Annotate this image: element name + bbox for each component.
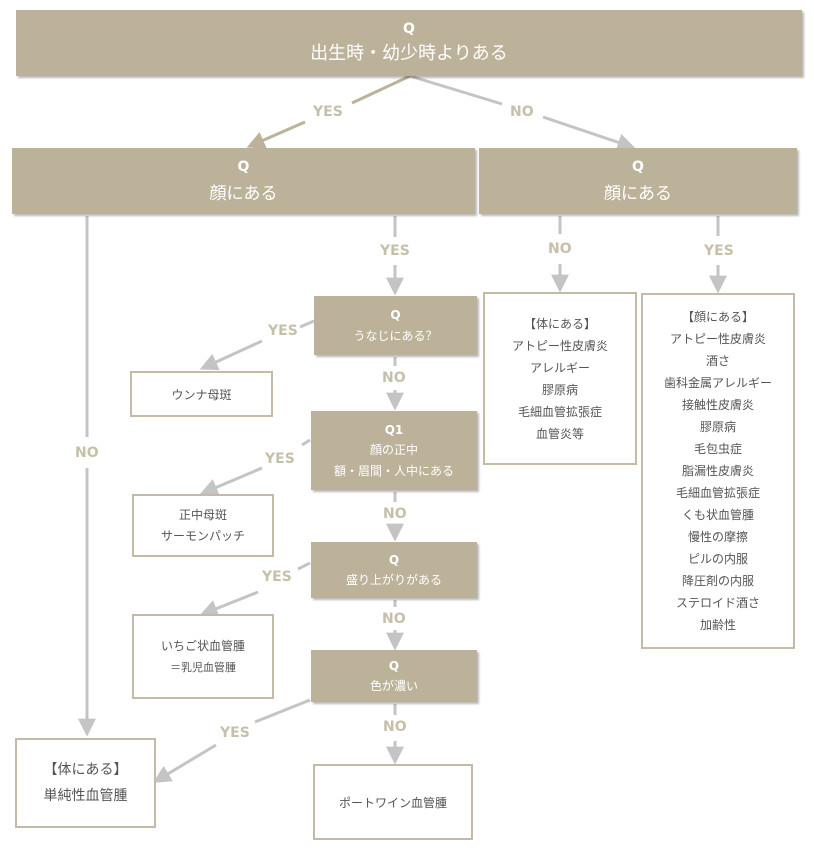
result-line: ＝乳児血管腫 — [170, 660, 236, 674]
result-line: 【体にある】 — [43, 762, 128, 778]
result-line: 慢性の摩擦 — [687, 530, 748, 544]
question-head: Q — [632, 158, 644, 175]
question-head: Q — [403, 21, 415, 37]
result-body-list: 【体にある】 アトピー性皮膚炎 アレルギー 膠原病 毛細血管拡張症 血管炎等 — [483, 292, 637, 465]
label-no-raised: NO — [382, 611, 406, 627]
result-line: 血管炎等 — [535, 426, 584, 441]
root-yes-arrow — [246, 74, 411, 149]
question-color: Q 色が濃い — [311, 650, 477, 702]
question-text: 出生時・幼少時よりある — [310, 43, 508, 64]
result-text: ポートワイン血管腫 — [338, 795, 447, 810]
question-line1: 顔の正中 — [369, 442, 418, 457]
label-yes-root: YES — [313, 104, 343, 120]
question-head: Q — [388, 658, 400, 673]
question-face-right: Q 顔にある — [479, 148, 797, 214]
result-line: アトピー性皮膚炎 — [669, 332, 766, 346]
result-line: くも状血管腫 — [681, 508, 754, 522]
question-line2: 額・眉間・人中にある — [333, 463, 454, 478]
midline-yes-arrow — [199, 438, 311, 496]
question-head: Q — [388, 552, 400, 567]
result-line: 毛細血管拡張症 — [517, 404, 602, 419]
label-yes-face-right: YES — [704, 243, 734, 259]
result-line: 単純性血管腫 — [43, 788, 128, 804]
result-median: 正中母斑 サーモンパッチ — [132, 494, 274, 557]
result-line: 正中母斑 — [178, 507, 227, 522]
result-line: 降圧剤の内服 — [681, 574, 754, 588]
result-face-list: 【顔にある】 アトピー性皮膚炎 酒さ 歯科金属アレルギー 接触性皮膚炎 膠原病 … — [641, 293, 795, 649]
question-text: うなじにある？ — [353, 328, 438, 343]
label-yes-face-left: YES — [380, 243, 410, 259]
question-nape: Q うなじにある？ — [314, 296, 477, 355]
result-text: ウンナ母斑 — [171, 387, 232, 402]
result-line: 脂漏性皮膚炎 — [681, 464, 754, 478]
raised-yes-arrow — [199, 561, 311, 618]
question-text: 盛り上がりがある — [345, 572, 442, 587]
question-text: 顔にある — [209, 183, 278, 204]
label-yes-nape: YES — [268, 323, 298, 339]
result-unna: ウンナ母斑 — [130, 371, 273, 417]
label-yes-raised: YES — [262, 569, 292, 585]
question-face-left: Q 顔にある — [12, 148, 475, 214]
result-line: 接触性皮膚炎 — [681, 398, 754, 412]
result-portwine: ポートワイン血管腫 — [313, 764, 473, 840]
question-text: 顔にある — [604, 183, 672, 204]
result-line: アトピー性皮膚炎 — [511, 338, 608, 353]
result-line: 歯科金属アレルギー — [663, 376, 772, 390]
result-line: サーモンパッチ — [160, 528, 245, 543]
result-line: 膠原病 — [541, 382, 578, 397]
result-line: ピルの内服 — [687, 552, 748, 566]
label-yes-midline: YES — [265, 451, 295, 467]
label-no-midline: NO — [383, 506, 407, 522]
result-line: ステロイド酒さ — [675, 596, 760, 610]
result-line: 膠原病 — [699, 420, 736, 434]
color-yes-arrow — [152, 698, 311, 783]
label-no-nape: NO — [382, 370, 406, 386]
root-no-arrow — [409, 74, 636, 151]
result-line: 毛細血管拡張症 — [675, 486, 760, 500]
result-line: 【顔にある】 — [681, 310, 754, 324]
nape-yes-arrow — [199, 319, 315, 371]
result-line: いちご状血管腫 — [160, 638, 245, 653]
question-root: Q 出生時・幼少時よりある — [16, 10, 802, 76]
label-no-face-left: NO — [75, 445, 99, 461]
result-line: アレルギー — [529, 360, 590, 375]
label-no-root: NO — [510, 104, 534, 120]
result-strawberry: いちご状血管腫 ＝乳児血管腫 — [132, 614, 274, 699]
result-line: 毛包虫症 — [693, 442, 742, 456]
label-no-face-right: NO — [548, 241, 572, 257]
label-no-color: NO — [383, 719, 407, 735]
question-head: Q1 — [384, 422, 404, 437]
question-text: 色が濃い — [369, 678, 418, 693]
question-head: Q — [237, 158, 250, 175]
result-line: 加齢性 — [699, 618, 736, 632]
question-raised: Q 盛り上がりがある — [311, 542, 477, 598]
question-midline: Q1 顔の正中 額・眉間・人中にある — [311, 411, 477, 490]
question-head: Q — [390, 307, 401, 322]
result-line: 酒さ — [705, 354, 730, 368]
result-body-simple: 【体にある】 単純性血管腫 — [15, 738, 156, 828]
result-line: 【体にある】 — [523, 316, 596, 331]
label-yes-color: YES — [220, 725, 250, 741]
